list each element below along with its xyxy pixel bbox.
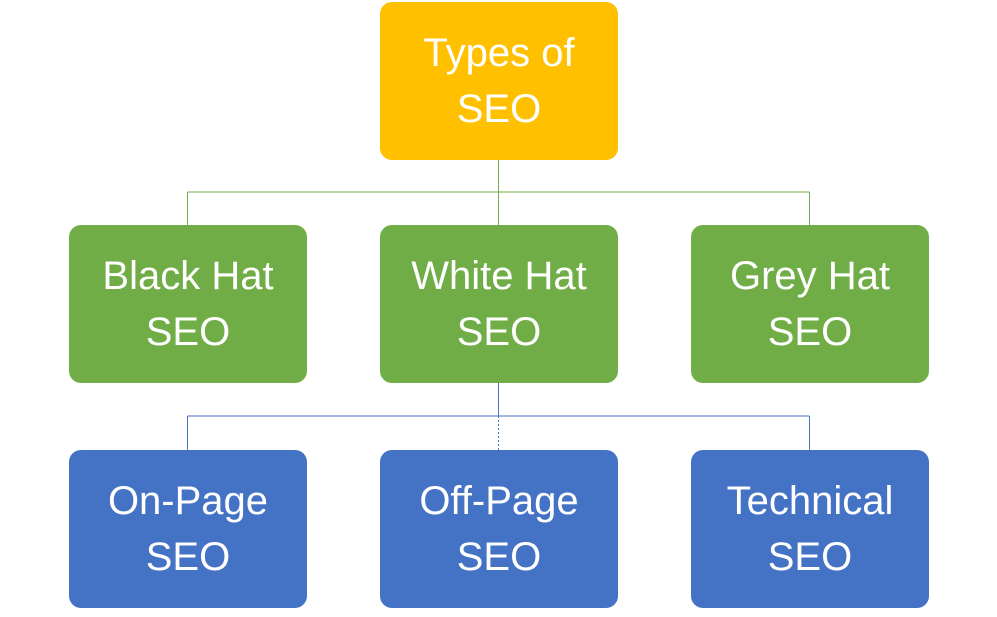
node-off-page-seo: Off-Page SEO: [380, 450, 618, 608]
node-technical-seo: Technical SEO: [691, 450, 929, 608]
node-white-hat-seo: White Hat SEO: [380, 225, 618, 383]
node-on-page-seo: On-Page SEO: [69, 450, 307, 608]
node-black-hat-seo: Black Hat SEO: [69, 225, 307, 383]
node-label: Technical SEO: [726, 479, 894, 579]
node-label: On-Page SEO: [107, 479, 269, 579]
node-label: Black Hat SEO: [102, 254, 274, 354]
node-label: White Hat SEO: [411, 254, 587, 354]
node-grey-hat-seo: Grey Hat SEO: [691, 225, 929, 383]
level1-connectors: [187, 159, 810, 225]
root-node-types-of-seo: Types of SEO: [380, 2, 618, 160]
node-label: Grey Hat SEO: [729, 254, 891, 354]
node-label: Types of SEO: [423, 31, 575, 131]
level2-connectors: [187, 383, 810, 450]
node-label: Off-Page SEO: [419, 479, 579, 579]
